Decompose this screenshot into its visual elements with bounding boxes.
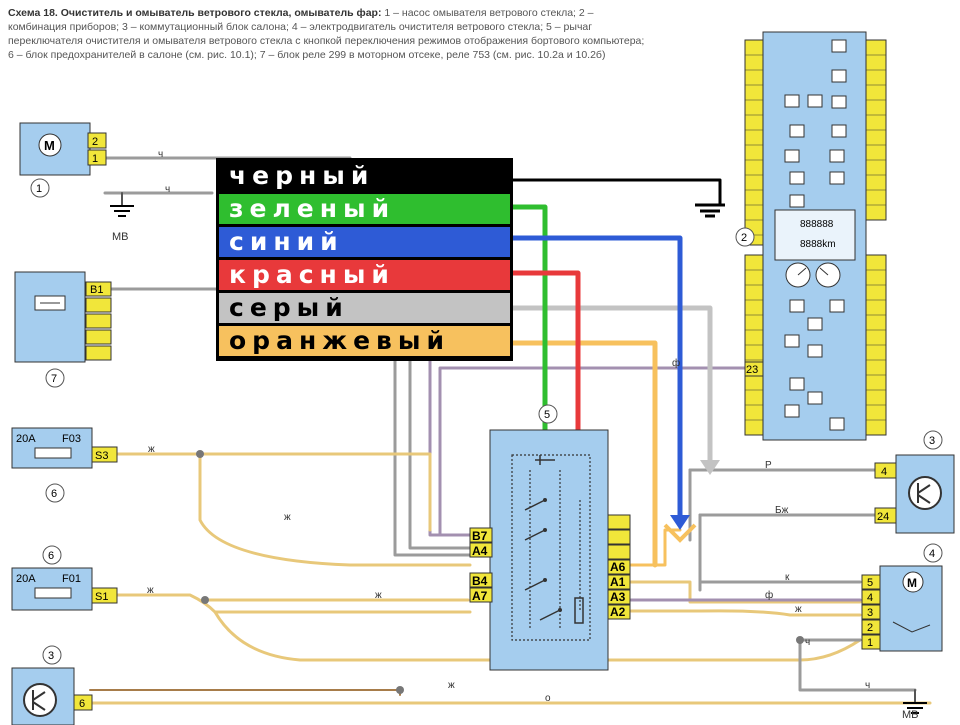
- component-7-relay-block: В1 7: [14, 271, 112, 388]
- c2-pin-23: 23: [746, 364, 758, 376]
- fuse-f01-rating: 20A: [16, 573, 36, 585]
- wire-mark: к: [785, 572, 790, 583]
- c3b-pin-24: 24: [877, 511, 889, 523]
- c6a-number: 6: [51, 488, 57, 500]
- wire-mark: Р: [765, 460, 772, 471]
- component-6-fuse-f03: 20A F03 S3 6: [11, 427, 118, 503]
- c5-pin-a3: А3: [610, 590, 626, 604]
- legend-row: серый: [219, 293, 510, 323]
- c4-pin-4: 4: [867, 592, 873, 604]
- legend-row: красный: [219, 260, 510, 290]
- caption-body: 1 – насос омывателя ветрового стекла; 2 …: [8, 7, 645, 61]
- c5-pin-a1: А1: [610, 575, 626, 589]
- fuse-f03-pin: S3: [95, 450, 108, 462]
- c3a-pin-6: 6: [79, 698, 85, 710]
- wire-mark: Бж: [775, 505, 789, 516]
- wire-mark: ф: [765, 589, 773, 601]
- ground-label-c4: МВ: [902, 709, 919, 721]
- c4-pin-2: 2: [867, 622, 873, 634]
- legend-row: синий: [219, 227, 510, 257]
- c5-pin-a2: А2: [610, 605, 626, 619]
- wire-mark: ж: [795, 604, 802, 615]
- c3b-number: 3: [929, 435, 935, 447]
- c2-display-1: 888888: [800, 219, 834, 230]
- wire-mark: ч: [865, 680, 870, 691]
- c4-pin-3: 3: [867, 607, 873, 619]
- c6b-number: 6: [48, 550, 54, 562]
- wire-mark: ж: [284, 512, 291, 523]
- c5-number: 5: [544, 409, 550, 421]
- component-2-instrument-cluster: 23 888888 8888km: [735, 31, 887, 441]
- c3a-number: 3: [48, 650, 54, 662]
- c1-pin-2: 2: [92, 136, 98, 148]
- wire-mark: ф: [672, 357, 680, 369]
- wire-mark: ж: [148, 444, 155, 455]
- wire-mark: ж: [448, 680, 455, 691]
- c3b-pin-4: 4: [881, 466, 887, 478]
- wire-mark: ж: [147, 585, 154, 596]
- wire-mark: ч: [165, 184, 170, 195]
- component-1-washer-pump: M 2 1 1: [19, 122, 107, 198]
- c5-pin-a4: А4: [472, 544, 488, 558]
- caption-prefix: Схема 18. Очиститель и омыватель ветрово…: [8, 7, 382, 19]
- component-4-wiper-motor: 4 M 5 4 3 2 1: [861, 543, 943, 652]
- wire-mark: ч: [805, 637, 810, 648]
- wire-mark: ч: [158, 149, 163, 160]
- ground-label-c1: МВ: [112, 231, 129, 243]
- svg-text:M: M: [44, 138, 55, 153]
- c2-number: 2: [741, 232, 747, 244]
- wire-mark: ж: [375, 590, 382, 601]
- c7-number: 7: [51, 373, 57, 385]
- svg-text:M: M: [907, 576, 917, 590]
- component-3-body-control-unit-right: 3 4 24: [874, 430, 955, 534]
- c1-pin-1: 1: [92, 153, 98, 165]
- c5-pin-a7: А7: [472, 589, 488, 603]
- wire-mark: о: [545, 693, 551, 704]
- legend-row: зеленый: [219, 194, 510, 224]
- legend-row: черный: [219, 161, 510, 191]
- legend-row: оранжевый: [219, 326, 510, 356]
- c4-pin-5: 5: [867, 577, 873, 589]
- c4-number: 4: [929, 548, 935, 560]
- c4-pin-1: 1: [867, 637, 873, 649]
- fuse-f01-pin: S1: [95, 591, 108, 603]
- fuse-f03-id: F03: [62, 433, 81, 445]
- component-6-fuse-f01: 6 20A F01 S1: [11, 545, 118, 611]
- c7-pin-b1: В1: [90, 284, 103, 296]
- c5-pin-b4: В4: [472, 574, 488, 588]
- component-3-body-control-unit-left: 3 6: [11, 645, 93, 725]
- fuse-f01-id: F01: [62, 573, 81, 585]
- diagram-caption: Схема 18. Очиститель и омыватель ветрово…: [8, 6, 648, 62]
- c5-pin-a6: А6: [610, 560, 626, 574]
- c2-display-2: 8888km: [800, 239, 836, 250]
- component-5-wiper-switch: 5 В7 А4 В4 А7 А6 А1 А3 А2: [469, 404, 631, 671]
- c5-pin-b7: В7: [472, 529, 488, 543]
- fuse-f03-rating: 20A: [16, 433, 36, 445]
- c1-number: 1: [36, 183, 42, 195]
